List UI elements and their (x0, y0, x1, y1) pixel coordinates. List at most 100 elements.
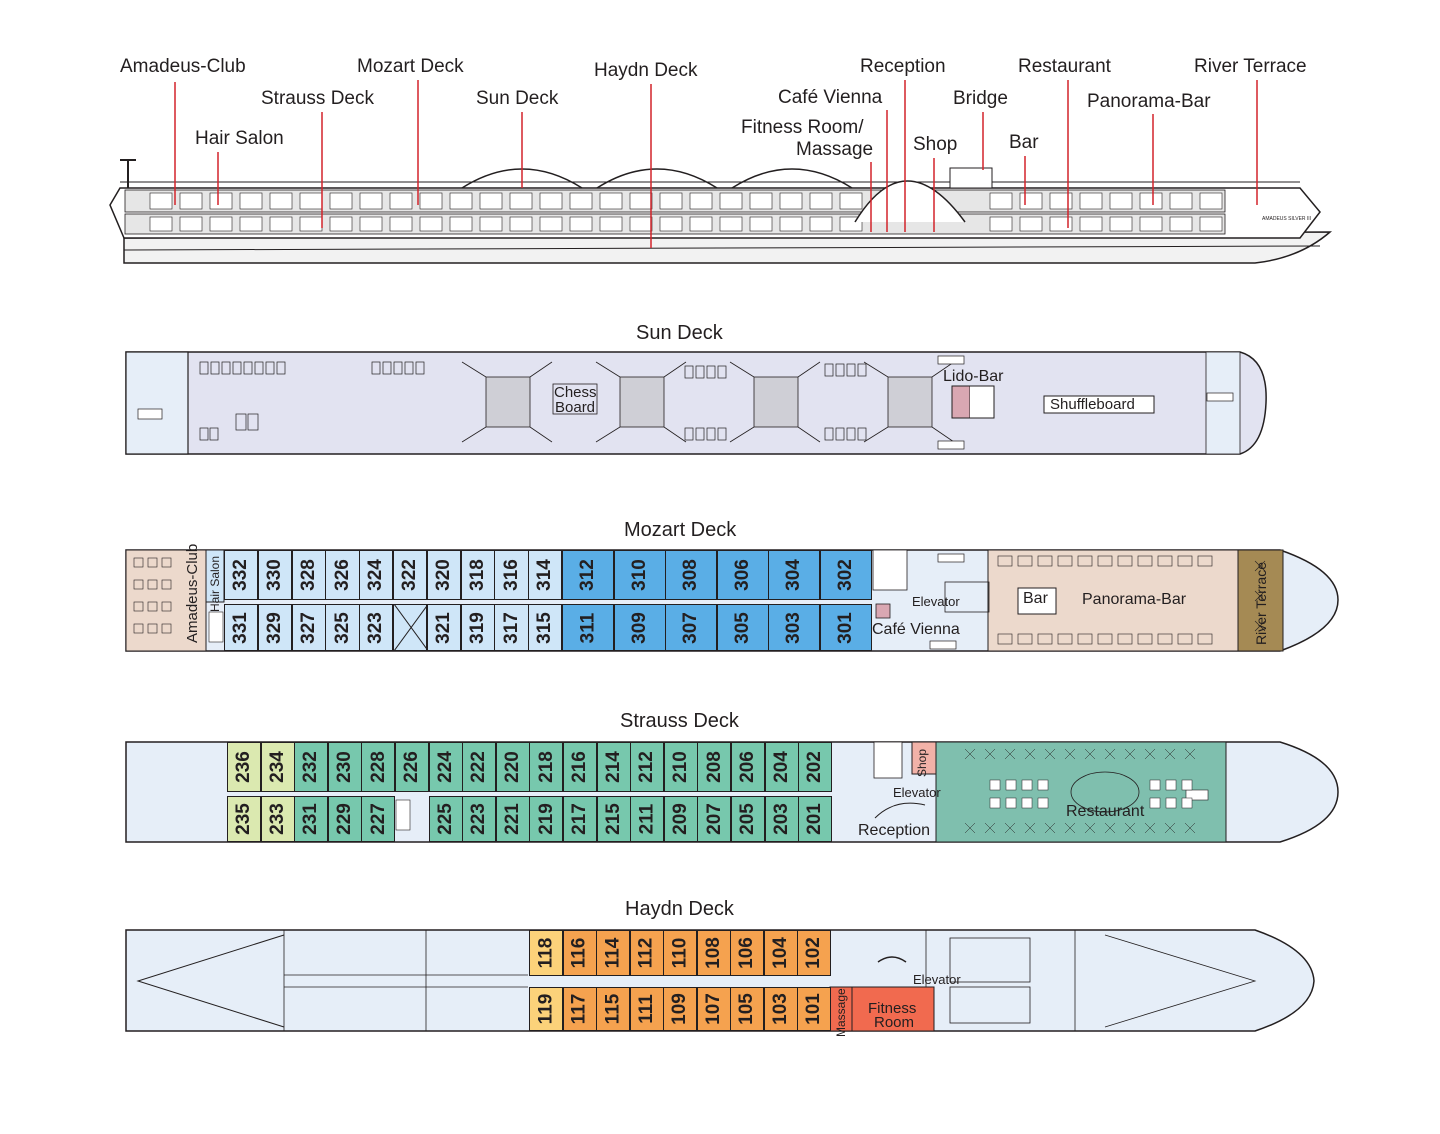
strauss-reception-desk (874, 802, 926, 819)
lido-bar-label: Lido-Bar (943, 368, 1004, 385)
label-shop: Shop (913, 134, 958, 155)
restaurant-table (1037, 779, 1049, 791)
cabin-204: 204 (764, 742, 799, 792)
panorama-table (1137, 555, 1153, 567)
club-seat (147, 623, 158, 634)
club-seat (161, 601, 172, 612)
sun-deck-stern-area (125, 351, 189, 455)
club-seat (161, 579, 172, 590)
restaurant-table (1084, 748, 1096, 760)
profile-dome-2 (596, 168, 718, 189)
sun-deck-outline (125, 351, 1267, 455)
sun-lounger (824, 363, 834, 377)
profile-window (779, 192, 803, 210)
cabin-222: 222 (462, 742, 497, 792)
sun-lounger (824, 427, 834, 441)
leader-lines (174, 80, 1258, 248)
cabin-312: 312 (562, 550, 614, 600)
restaurant-table (1149, 779, 1161, 791)
terrace-chair (1254, 590, 1266, 602)
restaurant-table (1004, 748, 1016, 760)
label-haydn-deck: Haydn Deck (594, 60, 698, 81)
profile-window (719, 192, 743, 210)
sun-lounger (209, 427, 219, 441)
panorama-table (1177, 555, 1193, 567)
cabin-110: 110 (663, 930, 697, 976)
profile-window (149, 216, 173, 232)
cabin-310: 310 (613, 550, 666, 600)
cabin-number: 118 (535, 937, 556, 969)
cabin-number: 109 (668, 993, 690, 1025)
club-seat (133, 557, 144, 568)
club-seat (133, 601, 144, 612)
profile-window (1109, 216, 1133, 232)
cabin-116: 116 (562, 930, 597, 976)
profile-window (749, 192, 773, 210)
sun-deck-title: Sun Deck (636, 322, 723, 344)
sun-lounger (232, 361, 242, 375)
restaurant-table (1024, 822, 1036, 834)
strauss-restaurant-label: Restaurant (1066, 803, 1145, 820)
sun-lounger (717, 365, 727, 379)
profile-window (659, 216, 683, 232)
profile-window (569, 216, 593, 232)
cabin-228: 228 (361, 742, 396, 792)
profile-window (809, 216, 833, 232)
label-river-terrace: River Terrace (1194, 56, 1307, 77)
cabin-315: 315 (528, 604, 563, 651)
label-strauss-deck: Strauss Deck (261, 88, 374, 109)
restaurant-table (1037, 797, 1049, 809)
profile-window (149, 192, 173, 210)
cabin-307: 307 (665, 604, 717, 651)
profile-window (269, 192, 293, 210)
cabin-114: 114 (596, 930, 630, 976)
sun-lounger (210, 361, 220, 375)
profile-window (509, 192, 533, 210)
restaurant-table (1181, 797, 1193, 809)
cabin-105: 105 (730, 987, 764, 1031)
restaurant-table (1124, 748, 1136, 760)
cabin-107: 107 (696, 987, 731, 1031)
mozart-stairs-bottom (929, 640, 957, 650)
profile-window (599, 192, 623, 210)
cabin-112: 112 (629, 930, 664, 976)
restaurant-table (1021, 779, 1033, 791)
sun-lounger (221, 361, 231, 375)
profile-window (1079, 216, 1103, 232)
cabin-number: 108 (702, 937, 724, 969)
profile-window (1199, 192, 1223, 210)
cabin-326: 326 (325, 550, 360, 600)
profile-window (1049, 216, 1073, 232)
cabin-117: 117 (562, 987, 597, 1031)
profile-window (359, 216, 383, 232)
panorama-table (1177, 633, 1193, 645)
cabin-236: 236 (227, 742, 262, 792)
shuffleboard-label: Shuffleboard (1050, 396, 1135, 413)
profile-window (1169, 216, 1193, 232)
cabin-320: 320 (426, 550, 462, 600)
mozart-panorama-bar-label: Panorama-Bar (1082, 591, 1187, 608)
chess-label-1: Chess (554, 384, 597, 401)
panorama-table (1037, 633, 1053, 645)
club-seat (147, 579, 158, 590)
cabin-325: 325 (325, 604, 360, 651)
strauss-stairs-bow (1185, 789, 1209, 801)
cabin-217: 217 (563, 796, 598, 842)
profile-window (449, 192, 473, 210)
cabin-201: 201 (798, 796, 833, 842)
cabin-101: 101 (797, 987, 831, 1031)
profile-window (209, 216, 233, 232)
strauss-tables (964, 748, 1196, 834)
sun-deck-bow-area (1205, 351, 1241, 455)
profile-window (539, 192, 563, 210)
sun-lounger (393, 361, 403, 375)
profile-window (989, 216, 1013, 232)
profile-hull-line (123, 245, 1321, 251)
cabin-number: 102 (802, 937, 824, 969)
restaurant-table (964, 748, 976, 760)
cabin-225: 225 (428, 796, 463, 842)
cabin-111: 111 (629, 987, 664, 1031)
cabin-220: 220 (495, 742, 530, 792)
restaurant-table (1184, 822, 1196, 834)
panorama-table (997, 555, 1013, 567)
